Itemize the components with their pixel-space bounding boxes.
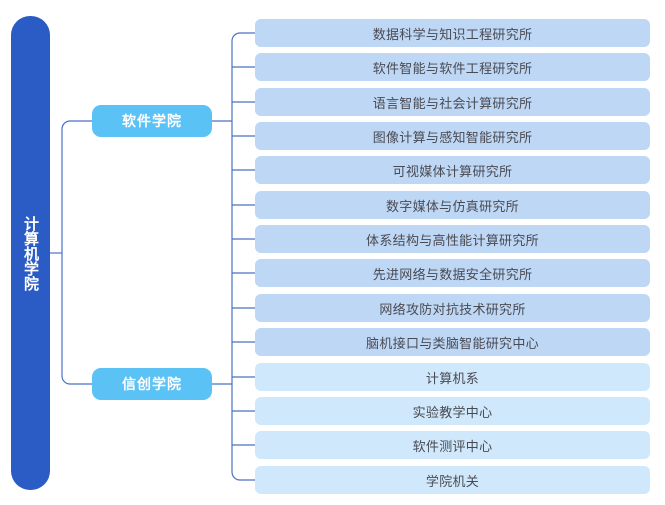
connector-branch-1	[61, 120, 92, 253]
leaf-node[interactable]: 脑机接口与类脑智能研究中心	[255, 328, 650, 356]
leaf-node-label: 计算机系	[425, 370, 480, 386]
root-node-label: 计算机学院	[22, 215, 39, 291]
leaf-node-label: 脑机接口与类脑智能研究中心	[366, 335, 539, 351]
leaf-node[interactable]: 图像计算与感知智能研究所	[255, 122, 650, 150]
leaf-node-label: 可视媒体计算研究所	[392, 163, 513, 179]
leaf-node[interactable]: 数字媒体与仿真研究所	[255, 191, 650, 219]
leaf-node[interactable]: 数据科学与知识工程研究所	[255, 19, 650, 47]
leaf-node-label: 图像计算与感知智能研究所	[372, 129, 533, 145]
leaf-node[interactable]: 可视媒体计算研究所	[255, 156, 650, 184]
branch-node-software-college[interactable]: 软件学院	[92, 105, 212, 137]
branch-node-label: 软件学院	[122, 113, 182, 129]
leaf-node-label: 学院机关	[425, 473, 480, 489]
leaf-node[interactable]: 语言智能与社会计算研究所	[255, 88, 650, 116]
leaf-node-label: 体系结构与高性能计算研究所	[366, 232, 539, 248]
connector-branch-2	[61, 253, 92, 385]
leaf-node[interactable]: 计算机系	[255, 363, 650, 391]
root-node[interactable]: 计算机学院	[11, 16, 50, 490]
connector-leaf-1	[231, 32, 255, 121]
leaf-node-label: 先进网络与数据安全研究所	[372, 266, 533, 282]
branch-node-xinchuang-college[interactable]: 信创学院	[92, 368, 212, 400]
leaf-node-label: 软件智能与软件工程研究所	[372, 60, 533, 76]
connector-leaf-14	[231, 121, 255, 481]
leaf-node[interactable]: 先进网络与数据安全研究所	[255, 259, 650, 287]
leaf-node-label: 软件测评中心	[412, 438, 493, 454]
leaf-node-label: 实验教学中心	[412, 404, 493, 420]
leaf-node-label: 数据科学与知识工程研究所	[372, 26, 533, 42]
leaf-node-label: 网络攻防对抗技术研究所	[379, 301, 526, 317]
leaf-node[interactable]: 软件测评中心	[255, 431, 650, 459]
leaf-node-label: 数字媒体与仿真研究所	[385, 198, 519, 214]
leaf-node[interactable]: 网络攻防对抗技术研究所	[255, 294, 650, 322]
leaf-node-label: 语言智能与社会计算研究所	[372, 95, 533, 111]
leaf-node[interactable]: 软件智能与软件工程研究所	[255, 53, 650, 81]
leaf-node[interactable]: 实验教学中心	[255, 397, 650, 425]
leaf-node[interactable]: 学院机关	[255, 466, 650, 494]
branch-node-label: 信创学院	[122, 376, 182, 392]
leaf-node[interactable]: 体系结构与高性能计算研究所	[255, 225, 650, 253]
